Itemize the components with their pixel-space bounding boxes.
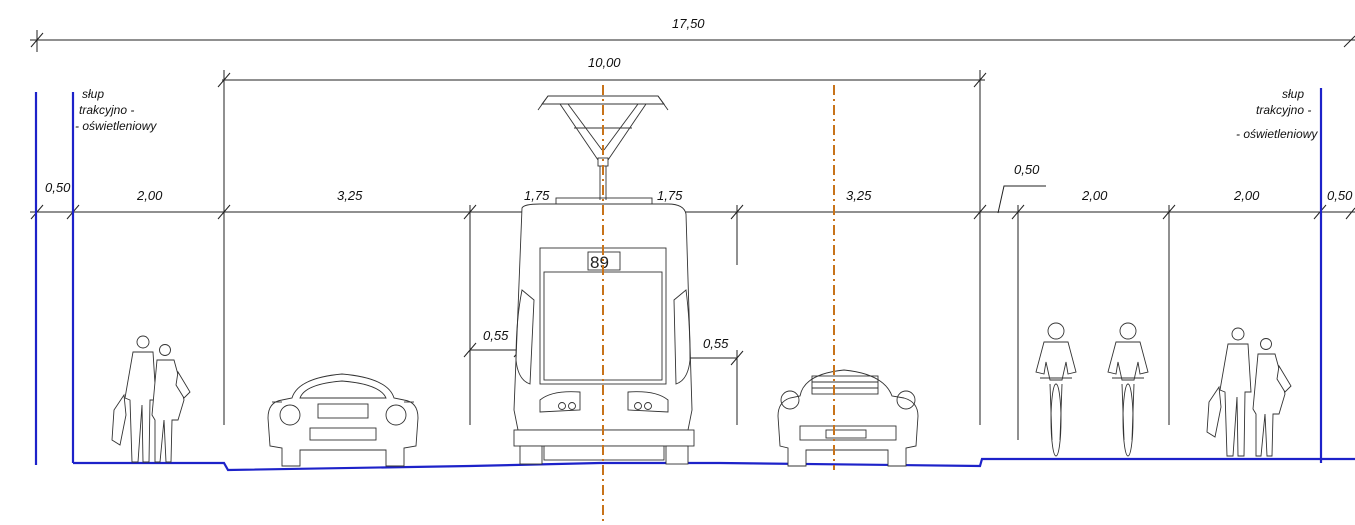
car-left-icon [267, 373, 419, 467]
dim-clearance-left: 0,55 [483, 328, 509, 343]
pole-left-line2: trakcyjno - [79, 103, 134, 117]
dim-left-sidewalk: 2,00 [136, 188, 163, 203]
dim-left-edge: 0,50 [45, 180, 71, 195]
pole-right-line3: - oświetleniowy [1236, 127, 1318, 141]
dim-left-lane: 3,25 [337, 188, 363, 203]
track-axes [602, 85, 835, 525]
dim-right-lane: 3,25 [846, 188, 872, 203]
dim-clearance-right: 0,55 [703, 336, 729, 351]
cyclist-1-icon [1035, 322, 1077, 457]
pole-label-left: słup trakcyjno - - oświetleniowy [75, 87, 157, 133]
pole-right-line1: słup [1282, 87, 1304, 101]
car-right-icon [777, 369, 919, 467]
pole-left-line1: słup [82, 87, 104, 101]
dimension-road: 10,00 [217, 55, 987, 215]
pole-left-line3: - oświetleniowy [75, 119, 157, 133]
dim-right-sidewalk: 2,00 [1233, 188, 1260, 203]
pole-label-right: słup trakcyjno - - oświetleniowy [1236, 87, 1318, 141]
dim-tram-right: 1,75 [657, 188, 683, 203]
pole-right-line2: trakcyjno - [1256, 103, 1311, 117]
cyclist-2-icon [1107, 322, 1149, 457]
curb-lines [34, 88, 1355, 472]
dimension-chain: 0,50 2,00 3,25 1,75 1,75 3,25 0,50 2,00 … [30, 162, 1355, 220]
dim-bike-path: 2,00 [1081, 188, 1108, 203]
dim-separator: 0,50 [1014, 162, 1040, 177]
dim-right-edge: 0,50 [1327, 188, 1353, 203]
dim-road-label: 10,00 [588, 55, 621, 70]
pedestrians-right-icon [1206, 327, 1292, 457]
dimension-total: 17,50 [30, 16, 1355, 52]
tram-number: 89 [590, 253, 609, 272]
dim-tram-left: 1,75 [524, 188, 550, 203]
extension-lines [223, 205, 1170, 440]
pedestrians-left-icon [111, 335, 191, 463]
dim-total-label: 17,50 [672, 16, 705, 31]
